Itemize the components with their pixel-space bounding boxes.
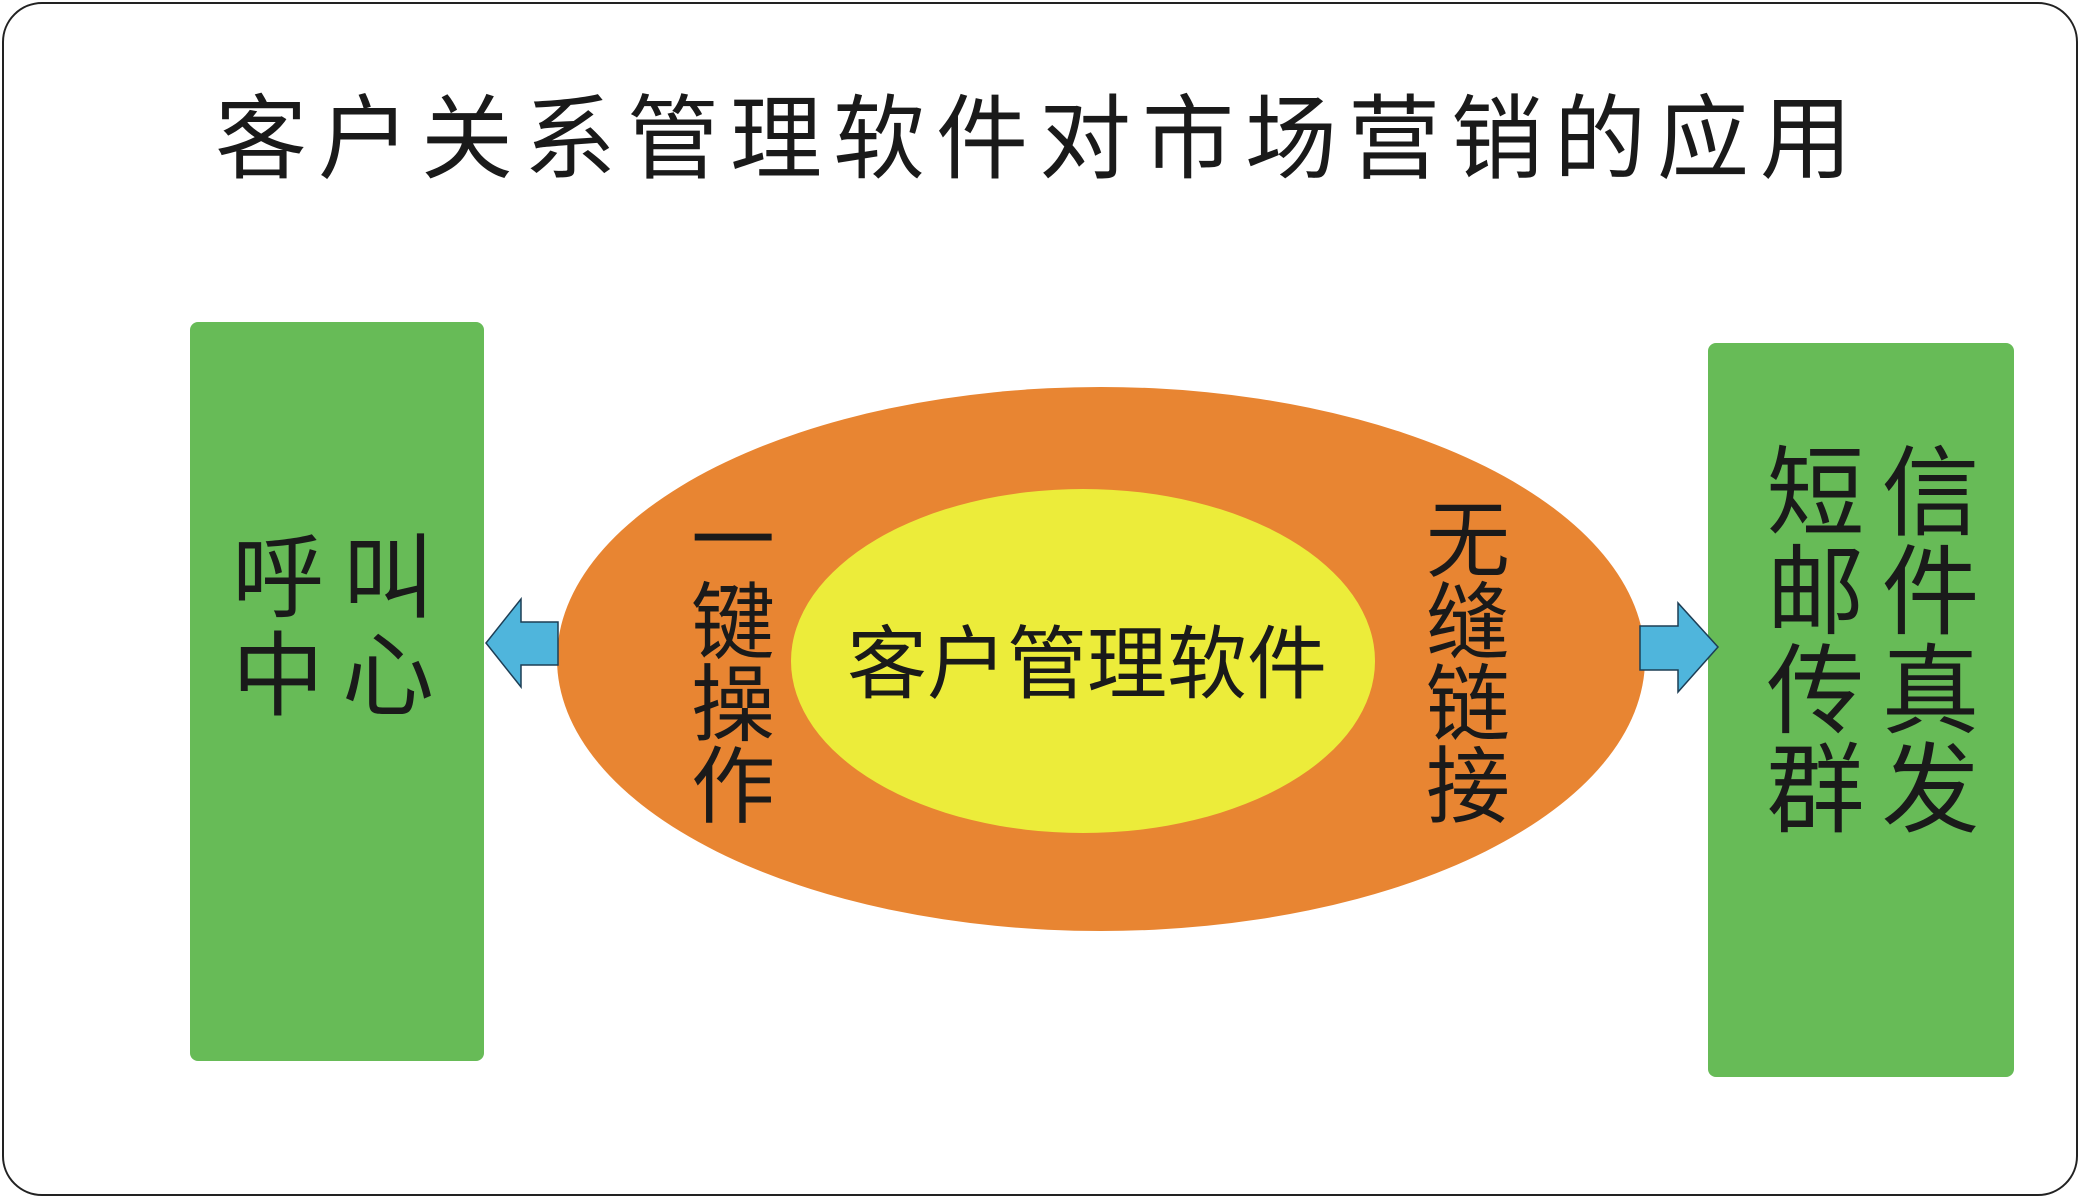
left-char: 中 [231,623,324,730]
right-char: 件 [1881,536,1980,650]
left-box-label: 呼 叫 中 心 [228,530,438,726]
right-arrow-icon [1639,601,1720,694]
right-char: 真 [1881,635,1980,749]
inner-ellipse [791,489,1375,833]
right-char: 发 [1881,734,1980,848]
outer-left-label: 一 键 操 作 [683,492,783,836]
left-char: 呼 [231,525,324,632]
left-arrow-icon [485,596,559,690]
left-char: 叫 [341,525,434,632]
label-char: 作 [690,738,775,836]
right-char: 群 [1766,734,1865,848]
label-char: 操 [690,656,775,754]
label-char: 接 [1425,738,1510,836]
label-char: 键 [690,574,775,672]
right-box [1708,343,2014,1077]
right-char: 邮 [1766,536,1865,650]
label-char: 一 [690,492,775,590]
label-char: 链 [1425,656,1510,754]
inner-ellipse-label: 客户管理软件 [847,618,1327,711]
diagram-title: 客户关系管理软件对市场营销的应用 [215,86,1864,193]
label-char: 缝 [1425,574,1510,672]
left-char: 心 [341,623,434,730]
right-char: 传 [1766,635,1865,749]
right-char: 短 [1766,437,1865,551]
right-box-label: 短 信 邮 件 传 真 群 发 [1762,445,1984,841]
label-char: 无 [1425,492,1510,590]
right-char: 信 [1881,437,1980,551]
left-box [190,322,484,1061]
outer-right-label: 无 缝 链 接 [1418,492,1518,836]
